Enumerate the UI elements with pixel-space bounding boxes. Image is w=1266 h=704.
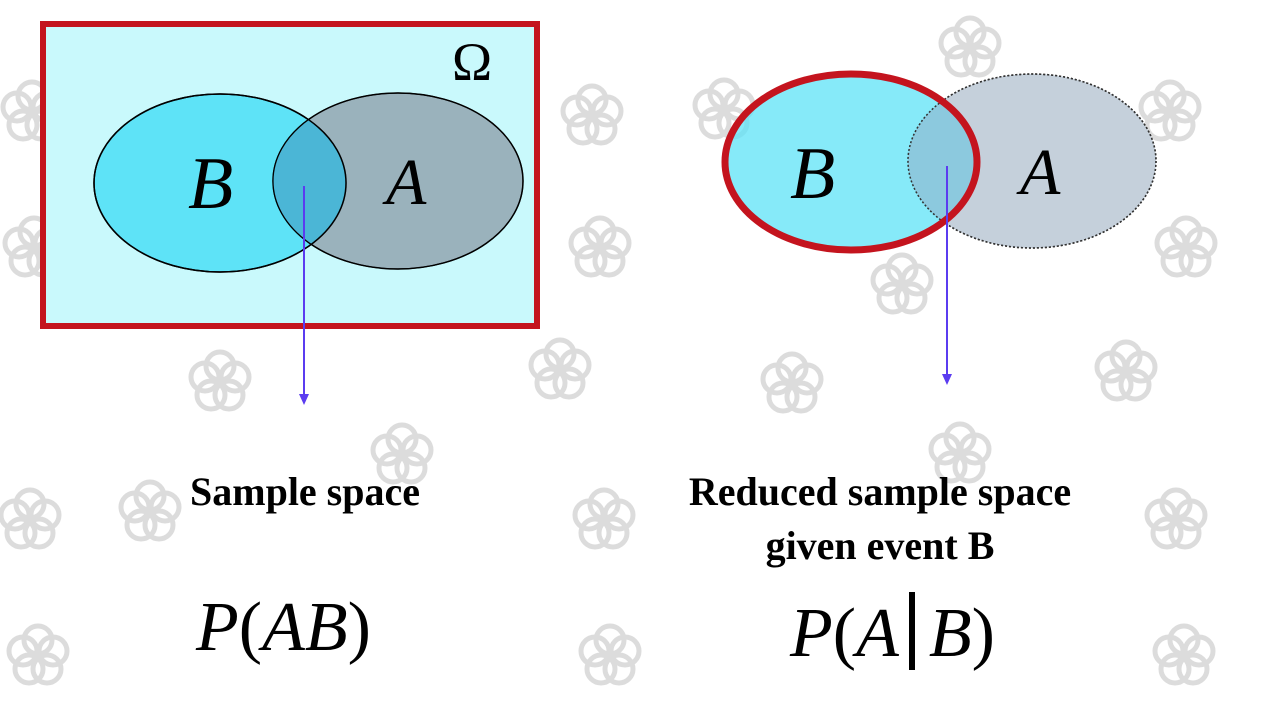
event-a-label: A [382, 146, 427, 219]
omega-label: Ω [452, 32, 492, 92]
event-a-outline [272, 92, 524, 270]
arrowhead-right [942, 374, 952, 385]
formula-open-paren: ( [238, 589, 263, 666]
formula-args: AB [262, 589, 348, 666]
caption-reduced-space-line1: Reduced sample space [688, 469, 1072, 514]
formula-arg-b: B [928, 595, 972, 672]
caption-reduced-space-line2: given event B [765, 523, 995, 568]
event-b-reduced-space [725, 74, 977, 250]
formula-close-paren-cond: ) [971, 595, 995, 672]
caption-sample-space: Sample space [190, 469, 420, 514]
reduced-space-red-boundary [721, 70, 981, 254]
given-bar [908, 592, 915, 670]
formula-joint-probability: P(AB) [196, 588, 371, 668]
formula-arg-a: A [856, 595, 899, 672]
event-a-dotted-outline [907, 73, 1157, 249]
event-b-label-right: B [790, 133, 835, 215]
event-a-label-right: A [1016, 136, 1061, 209]
arrowhead-left [299, 394, 309, 405]
event-b-label: B [188, 143, 233, 225]
formula-open-paren-cond: ( [832, 595, 857, 672]
event-b-outline [93, 93, 347, 273]
formula-p: P [196, 589, 239, 666]
formula-p-cond: P [790, 595, 833, 672]
formula-close-paren: ) [347, 589, 371, 666]
